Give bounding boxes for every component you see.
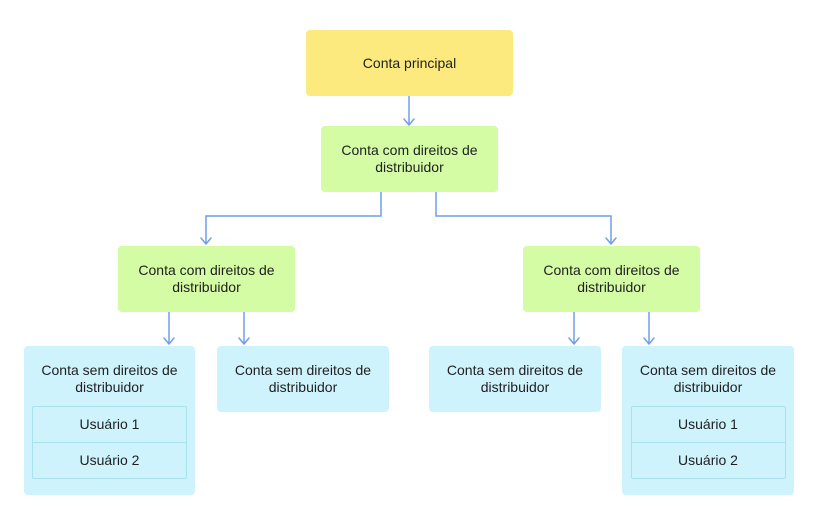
left-distributor-account-node: Conta com direitos de distribuidor xyxy=(118,246,295,312)
left-distributor-account-label: Conta com direitos de distribuidor xyxy=(138,262,275,295)
connector-distributor-to-left xyxy=(205,192,382,243)
leaf-account-label-3: Conta sem direitos de distribuidor xyxy=(446,362,584,395)
user-item: Usuário 2 xyxy=(631,442,785,478)
right-distributor-account-node: Conta com direitos de distribuidor xyxy=(523,246,700,312)
root-account-label: Conta principal xyxy=(362,54,457,71)
leaf-account-label-2: Conta sem direitos de distribuidor xyxy=(234,362,372,395)
connector-distributor-to-right xyxy=(435,192,612,243)
leaf-account-label-4: Conta sem direitos de distribuidor xyxy=(639,362,777,395)
leaf-account-label-1: Conta sem direitos de distribuidor xyxy=(41,362,178,395)
arrowhead-leaf-3 xyxy=(568,337,580,345)
user-item: Usuário 1 xyxy=(79,416,140,432)
arrowhead-distributor xyxy=(403,118,415,126)
arrowhead-leaf-4 xyxy=(643,337,655,345)
leaf-account-node-3: Conta sem direitos de distribuidor xyxy=(429,346,601,412)
distributor-account-node: Conta com direitos de distribuidor xyxy=(321,126,498,192)
leaf-account-node-2: Conta sem direitos de distribuidor xyxy=(217,346,389,412)
arrowhead-leaf-1 xyxy=(163,337,175,345)
user-list-1: Usuário 1 Usuário 2 xyxy=(32,406,187,479)
arrowhead-left-distributor xyxy=(200,237,212,245)
leaf-account-node-4: Conta sem direitos de distribuidor Usuár… xyxy=(622,346,794,495)
arrowhead-right-distributor xyxy=(605,237,617,245)
leaf-account-node-1: Conta sem direitos de distribuidor Usuár… xyxy=(24,346,195,495)
distributor-account-label: Conta com direitos de distribuidor xyxy=(341,142,478,175)
user-list-4: Usuário 1 Usuário 2 xyxy=(630,406,786,479)
arrowhead-leaf-2 xyxy=(238,337,250,345)
user-item: Usuário 1 xyxy=(678,416,738,432)
root-account-node: Conta principal xyxy=(306,30,513,96)
right-distributor-account-label: Conta com direitos de distribuidor xyxy=(543,262,680,295)
user-item: Usuário 2 xyxy=(33,442,186,478)
